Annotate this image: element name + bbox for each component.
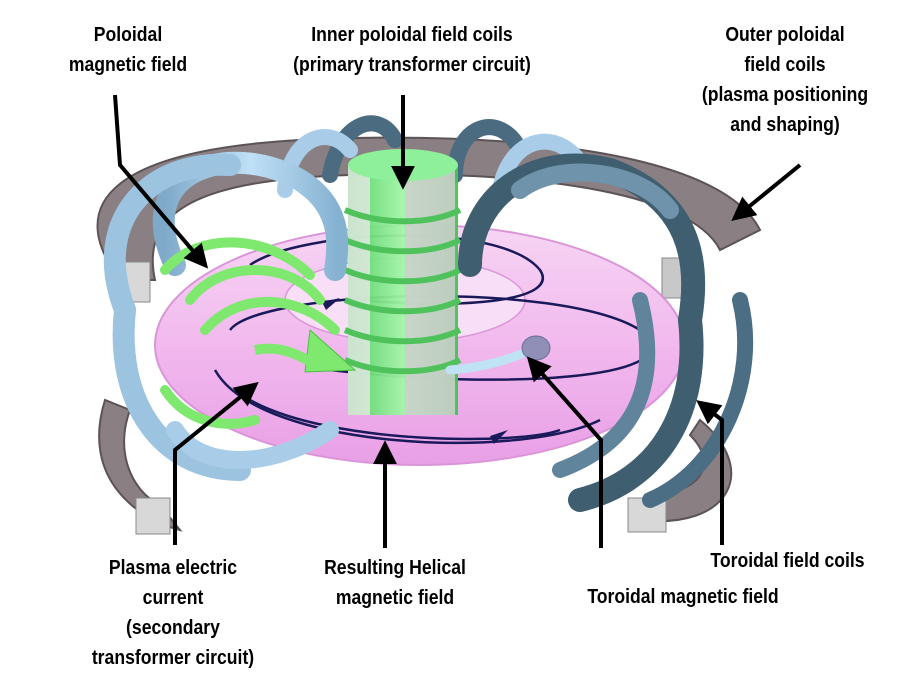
central-solenoid [343, 149, 462, 415]
toroidal-field-arrow [445, 335, 551, 375]
label-outer-poloidal-field-coils: Outer poloidal field coils (plasma posit… [701, 24, 869, 136]
label-poloidal-magnetic-field: Poloidal magnetic field [68, 24, 188, 76]
field-direction-arrowhead [322, 298, 340, 310]
pointer-arrow [113, 94, 209, 269]
pointer-arrow [696, 400, 724, 545]
label-toroidal-field-coils: Toroidal field coils [710, 550, 865, 572]
pointer-arrow [173, 381, 259, 545]
label-toroidal-magnetic-field: Toroidal magnetic field [587, 586, 779, 608]
pointer-arrows [113, 94, 802, 548]
pointer-arrow [526, 356, 603, 548]
label-resulting-helical-magnetic-field: Resulting Helical magnetic field [324, 557, 466, 609]
toroidal-field-coils-front [103, 151, 754, 512]
coil-end-cap [135, 497, 171, 535]
label-plasma-electric-current: Plasma electric current (secondary trans… [91, 557, 255, 669]
label-inner-poloidal-field-coils: Inner poloidal field coils (primary tran… [293, 24, 531, 76]
poloidal-arrowhead [304, 328, 357, 373]
field-direction-arrowhead [490, 430, 508, 444]
poloidal-arrow-shaft [254, 343, 318, 370]
poloidal-field-arrows [160, 237, 340, 429]
pointer-arrow [731, 163, 802, 222]
